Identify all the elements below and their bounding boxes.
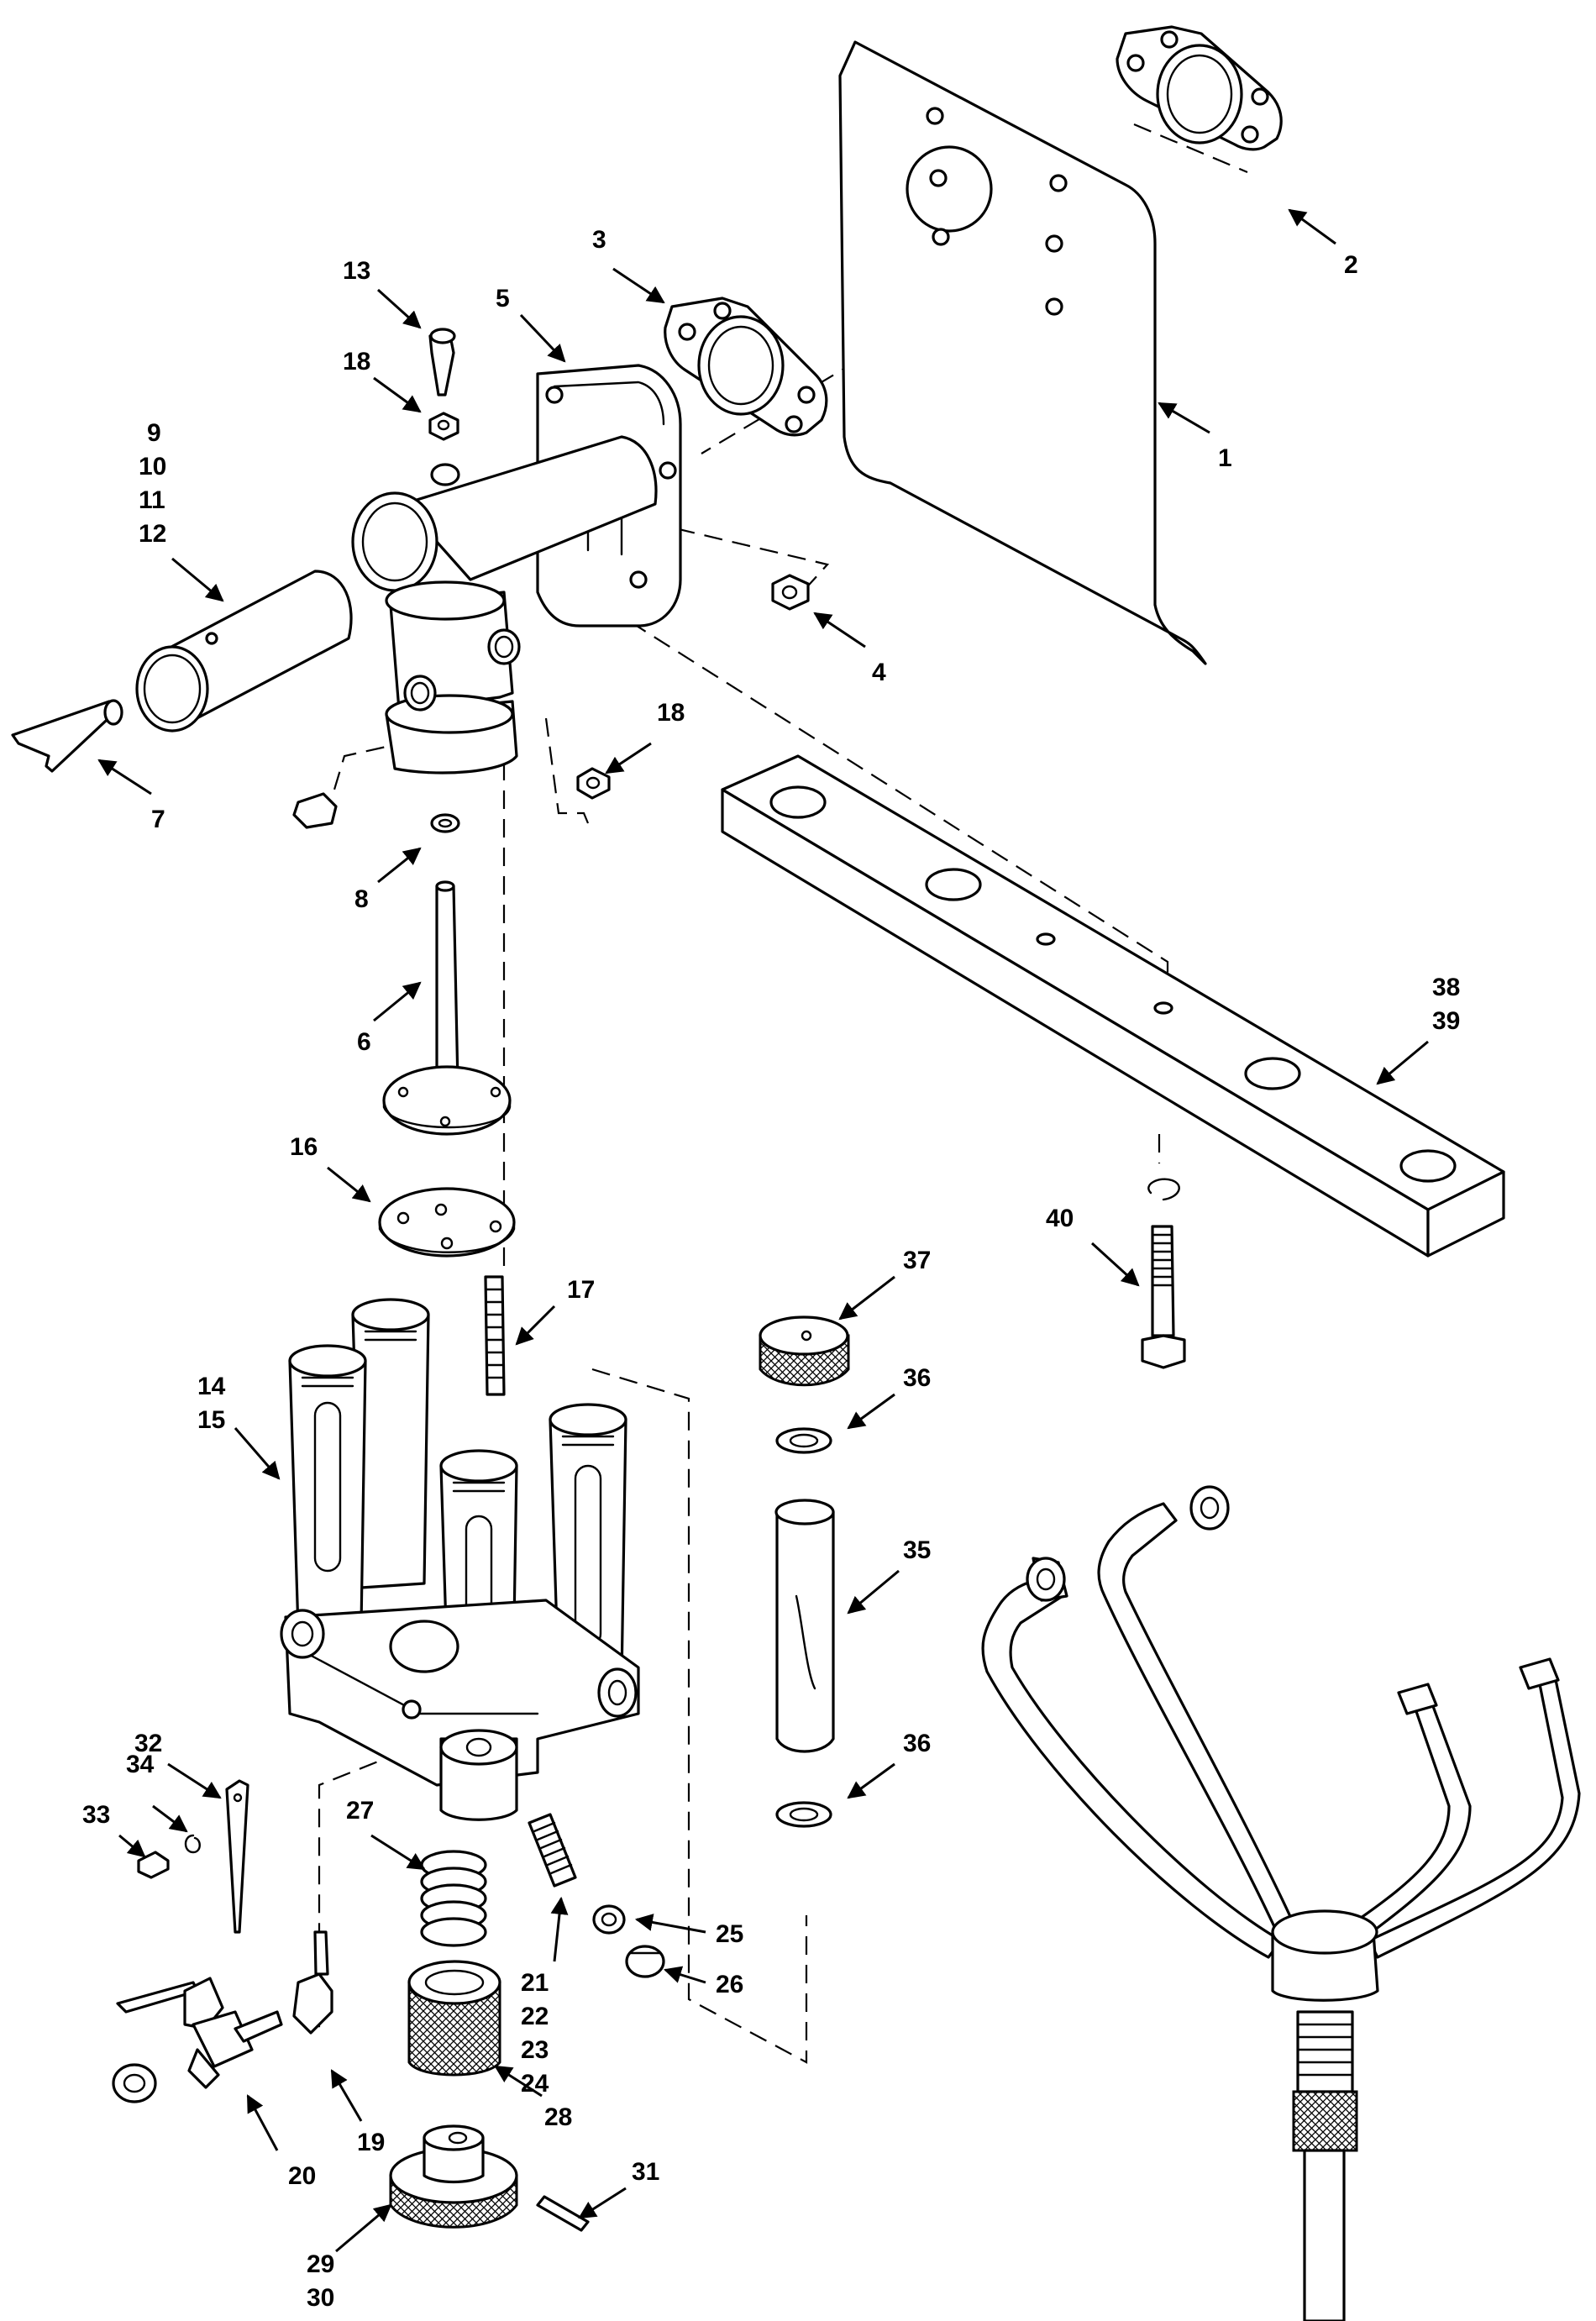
knurled-knob-29 [389,2124,518,2229]
callout-1: 1 [1218,444,1232,472]
screw-33 [137,1851,170,1879]
callout-labels: 1 2 3 4 5 6 7 8 9 10 11 12 13 14 15 16 1… [82,226,1467,2312]
callout-2: 2 [1344,251,1358,279]
callout-32: 32 [134,1730,162,1757]
callout-21-24: 21 22 23 24 [521,1969,556,2098]
callout-28: 28 [544,2103,572,2131]
callout-8: 8 [354,885,369,913]
callout-9-12: 9 10 11 12 [139,419,174,548]
flange-middle [664,297,828,437]
washer-36-upper [775,1427,832,1454]
glass-tube-35 [774,1499,835,1753]
knurled-cap-37 [759,1315,850,1387]
callout-40: 40 [1046,1205,1074,1232]
callout-18-upper: 18 [343,348,370,375]
callout-6: 6 [357,1028,371,1056]
manifold-block [280,1298,640,1821]
stud-17 [484,1275,506,1396]
lockwasher-34 [184,1834,201,1854]
washer-25 [592,1904,626,1935]
stem-disk-6 [382,880,512,1136]
callout-5: 5 [496,285,510,312]
callout-33: 33 [82,1801,110,1829]
t-handle-pin [11,699,123,773]
set-screw [292,792,338,829]
callout-7: 7 [151,806,165,833]
nut-18-upper [428,412,459,441]
mounting-plate [838,40,1207,665]
mounting-bar-38 [721,754,1505,1258]
callout-36-upper: 36 [903,1364,931,1392]
flange-upper [1116,25,1283,151]
disk-16 [378,1187,516,1258]
callout-36-lower: 36 [903,1730,931,1757]
callout-20: 20 [288,2162,316,2190]
tubing-assembly [981,1485,1581,2321]
callout-25: 25 [716,1920,743,1948]
cap-26 [625,1945,665,1978]
callout-13: 13 [343,257,370,285]
callout-31: 31 [632,2158,659,2186]
bolt-40 [1141,1178,1186,1369]
callout-38-39: 38 39 [1432,974,1467,1035]
callout-3: 3 [592,226,606,254]
callout-27: 27 [346,1797,374,1825]
callout-37: 37 [903,1247,931,1274]
sleeve-tube [135,570,353,733]
callout-18-lower: 18 [657,699,685,727]
pin-31 [536,2195,590,2232]
callout-29-30: 29 30 [307,2250,342,2312]
screw-13 [428,328,456,396]
bracket-housing [351,364,682,775]
callout-17: 17 [567,1276,595,1304]
pointer-32 [225,1779,249,1934]
callout-26: 26 [716,1971,743,1998]
threaded-plug-21 [528,1813,577,1888]
callout-4: 4 [872,659,886,686]
leader-arrows [97,208,1429,2253]
callout-16: 16 [290,1133,318,1161]
knurled-nut-28 [407,1960,501,2077]
callout-34: 34 [126,1751,155,1778]
spring-27 [420,1850,487,1947]
callout-19: 19 [357,2129,385,2156]
callout-14-15: 14 15 [197,1373,233,1434]
valve-20 [112,1977,283,2103]
elbow-fitting-19 [292,1930,333,2035]
nut-4 [771,574,810,611]
washer-36-lower [775,1801,832,1828]
washer-8 [430,813,460,833]
callout-35: 35 [903,1536,931,1564]
nut-18-lower [576,767,611,800]
